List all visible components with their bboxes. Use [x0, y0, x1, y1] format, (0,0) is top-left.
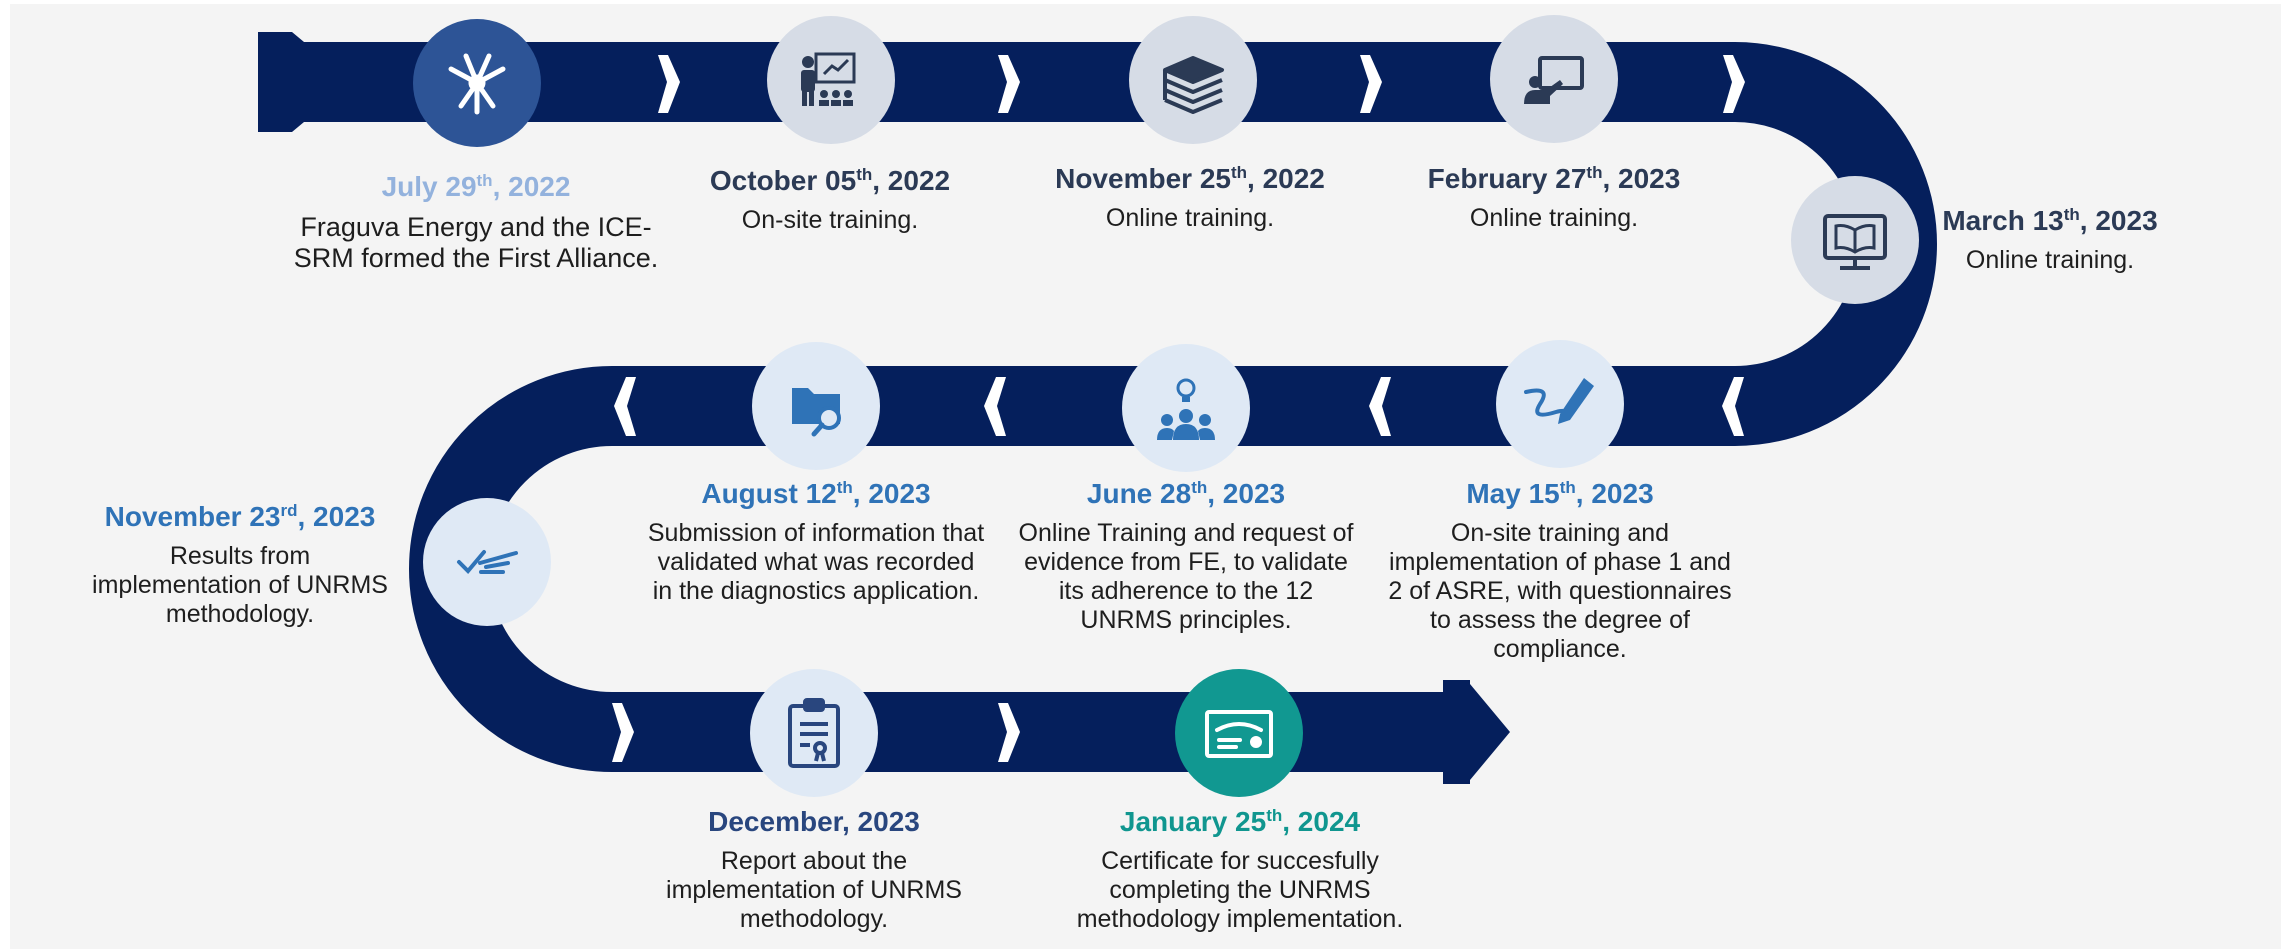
milestone-item: October 05th, 2022 On-site training. [660, 164, 1000, 235]
chevron-right [658, 55, 680, 113]
milestone-date: November 23rd, 2023 [104, 500, 376, 532]
chevron-left [614, 377, 636, 436]
milestone-description: Certificate for succesfully completing t… [1076, 847, 1404, 933]
books-stack-icon [1163, 56, 1224, 114]
road-end-arrowhead [1443, 680, 1510, 784]
checklist-icon [457, 550, 518, 574]
folder-search-icon [792, 388, 841, 437]
milestone-description: Online training. [1105, 204, 1275, 232]
milestone-node [1122, 344, 1250, 472]
milestone-item: January 25th, 2024 Certificate for succe… [1040, 805, 1440, 934]
milestone-item: May 15th, 2023 On-site training and impl… [1380, 477, 1740, 664]
milestone-date: March 13th, 2023 [1942, 204, 2158, 236]
milestone-date: October 05th, 2022 [709, 164, 951, 196]
milestone-date: August 12th, 2023 [701, 477, 931, 509]
timeline-road [258, 32, 1937, 784]
milestone-node [1791, 176, 1919, 304]
milestone-node [1490, 15, 1618, 143]
milestone-node [423, 498, 551, 626]
chevron-left [1369, 377, 1391, 436]
milestone-description: Online training. [1965, 246, 2135, 274]
pen-signature-icon [1524, 378, 1594, 424]
milestone-item: February 27th, 2023 Online training. [1384, 162, 1724, 233]
certificate-icon [1205, 710, 1273, 758]
milestone-node [1129, 16, 1257, 144]
milestone-node [767, 16, 895, 144]
collaboration-hands-icon [448, 53, 506, 115]
milestone-description: Online training. [1469, 204, 1639, 232]
milestone-item: June 28th, 2023 Online Training and requ… [1011, 477, 1361, 635]
milestone-description: Fraguva Energy and the ICE-SRM formed th… [293, 212, 659, 273]
milestone-description: Report about the implementation of UNRMS… [666, 847, 962, 933]
clipboard-certificate-icon [788, 698, 840, 768]
milestone-node [750, 669, 878, 797]
monitor-book-icon [1823, 214, 1887, 270]
milestone-item: November 25th, 2022 Online training. [1020, 162, 1360, 233]
milestone-item: August 12th, 2023 Submission of informat… [646, 477, 986, 606]
road-start-cap [258, 32, 304, 132]
milestone-date: June 28th, 2023 [1086, 477, 1286, 509]
milestone-date: November 25th, 2022 [1055, 162, 1325, 194]
milestone-date: May 15th, 2023 [1466, 477, 1654, 509]
milestone-date: January 25th, 2024 [1119, 805, 1361, 837]
team-idea-icon [1157, 378, 1215, 440]
direction-chevrons [612, 55, 1745, 762]
chevron-right [998, 55, 1020, 113]
chevron-right [1360, 55, 1382, 113]
milestone-node [1175, 669, 1303, 797]
board-pointer-icon [1524, 56, 1584, 104]
milestone-description: Online Training and request of evidence … [1018, 519, 1354, 634]
chevron-right [1723, 55, 1745, 113]
milestone-date: February 27th, 2023 [1427, 162, 1681, 194]
milestone-node [1496, 340, 1624, 468]
milestone-node [752, 342, 880, 470]
chevron-right [612, 703, 634, 762]
milestone-date: December, 2023 [708, 806, 920, 837]
milestone-item: July 29th, 2022 Fraguva Energy and the I… [286, 170, 666, 274]
milestone-item: March 13th, 2023 Online training. [1900, 204, 2200, 275]
chevron-left [1722, 377, 1744, 436]
chevron-right [998, 703, 1020, 762]
milestone-item: December, 2023 Report about the implemen… [664, 805, 964, 934]
milestone-item: November 23rd, 2023 Results from impleme… [90, 500, 390, 629]
milestone-description: On-site training. [741, 206, 919, 234]
milestone-description: On-site training and implementation of p… [1388, 519, 1732, 663]
chevron-left [984, 377, 1006, 436]
milestone-description: Submission of information that validated… [647, 519, 985, 605]
milestone-node [413, 19, 541, 147]
milestone-date: July 29th, 2022 [381, 170, 571, 202]
milestone-description: Results from implementation of UNRMS met… [92, 542, 388, 628]
presentation-teacher-icon [801, 52, 856, 106]
